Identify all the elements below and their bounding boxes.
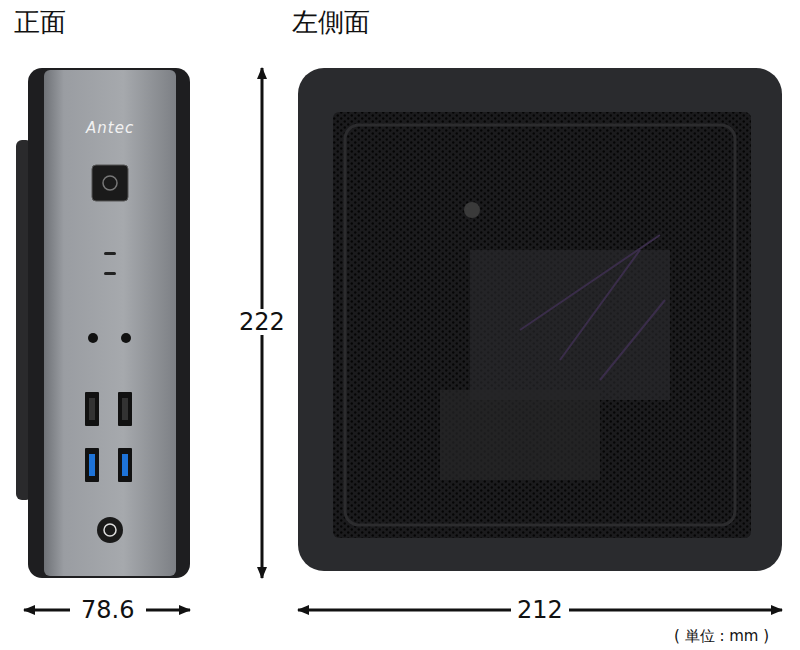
side-view [298,68,782,571]
view-heading: 正面 [14,8,66,37]
dimension-value: 212 [511,597,569,623]
dimension-line [24,609,70,612]
dimension-value: 222 [233,309,291,335]
brand-logo: Antec [86,120,134,137]
dimension-line [146,609,190,612]
front-view [16,68,190,578]
view-heading: 左側面 [292,8,370,37]
dimension-value: 78.6 [75,597,140,623]
unit-note: ( 単位 : mm ) [674,628,769,645]
